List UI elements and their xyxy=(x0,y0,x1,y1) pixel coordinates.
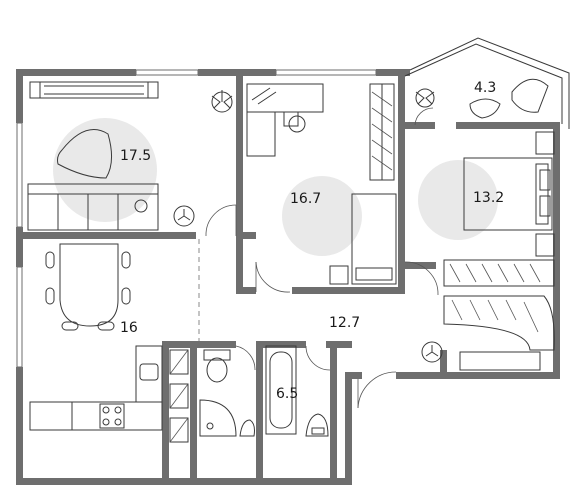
bathroom-sink xyxy=(305,413,329,437)
area-label-balcony: 4.3 xyxy=(474,80,496,96)
area-label-hall: 12.7 xyxy=(329,315,360,331)
sink xyxy=(239,419,255,437)
area-label-kitchen: 16 xyxy=(120,320,138,336)
closet xyxy=(443,259,555,351)
toilet xyxy=(203,349,231,383)
entry-bench xyxy=(459,351,541,371)
armchair xyxy=(469,78,549,119)
sofa xyxy=(27,183,159,231)
area-label-bedroom-2: 13.2 xyxy=(473,190,504,206)
plant-icon xyxy=(211,90,233,113)
bed xyxy=(329,193,397,285)
balcony-plant-icon xyxy=(415,88,435,108)
double-bed xyxy=(463,131,555,257)
doors xyxy=(205,107,439,409)
living-rug xyxy=(53,118,157,222)
utility-shafts xyxy=(169,349,189,443)
coffee-table xyxy=(57,129,112,179)
bathtub xyxy=(265,345,297,435)
walls xyxy=(16,69,560,485)
wardrobe xyxy=(369,83,395,181)
balcony-outline xyxy=(404,37,570,129)
bedroom1-rug xyxy=(282,176,362,256)
dining-table xyxy=(45,243,131,331)
kitchen-counter xyxy=(29,345,163,431)
vent-icon xyxy=(421,341,443,363)
fan-icon xyxy=(173,205,195,227)
tv-unit xyxy=(29,81,159,99)
area-label-bedroom-1: 16.7 xyxy=(290,191,321,207)
bedroom2-rug xyxy=(418,160,498,240)
area-label-living: 17.5 xyxy=(120,148,151,164)
shower xyxy=(199,399,237,437)
area-label-bathroom: 6.5 xyxy=(276,386,298,402)
desk xyxy=(246,83,324,157)
